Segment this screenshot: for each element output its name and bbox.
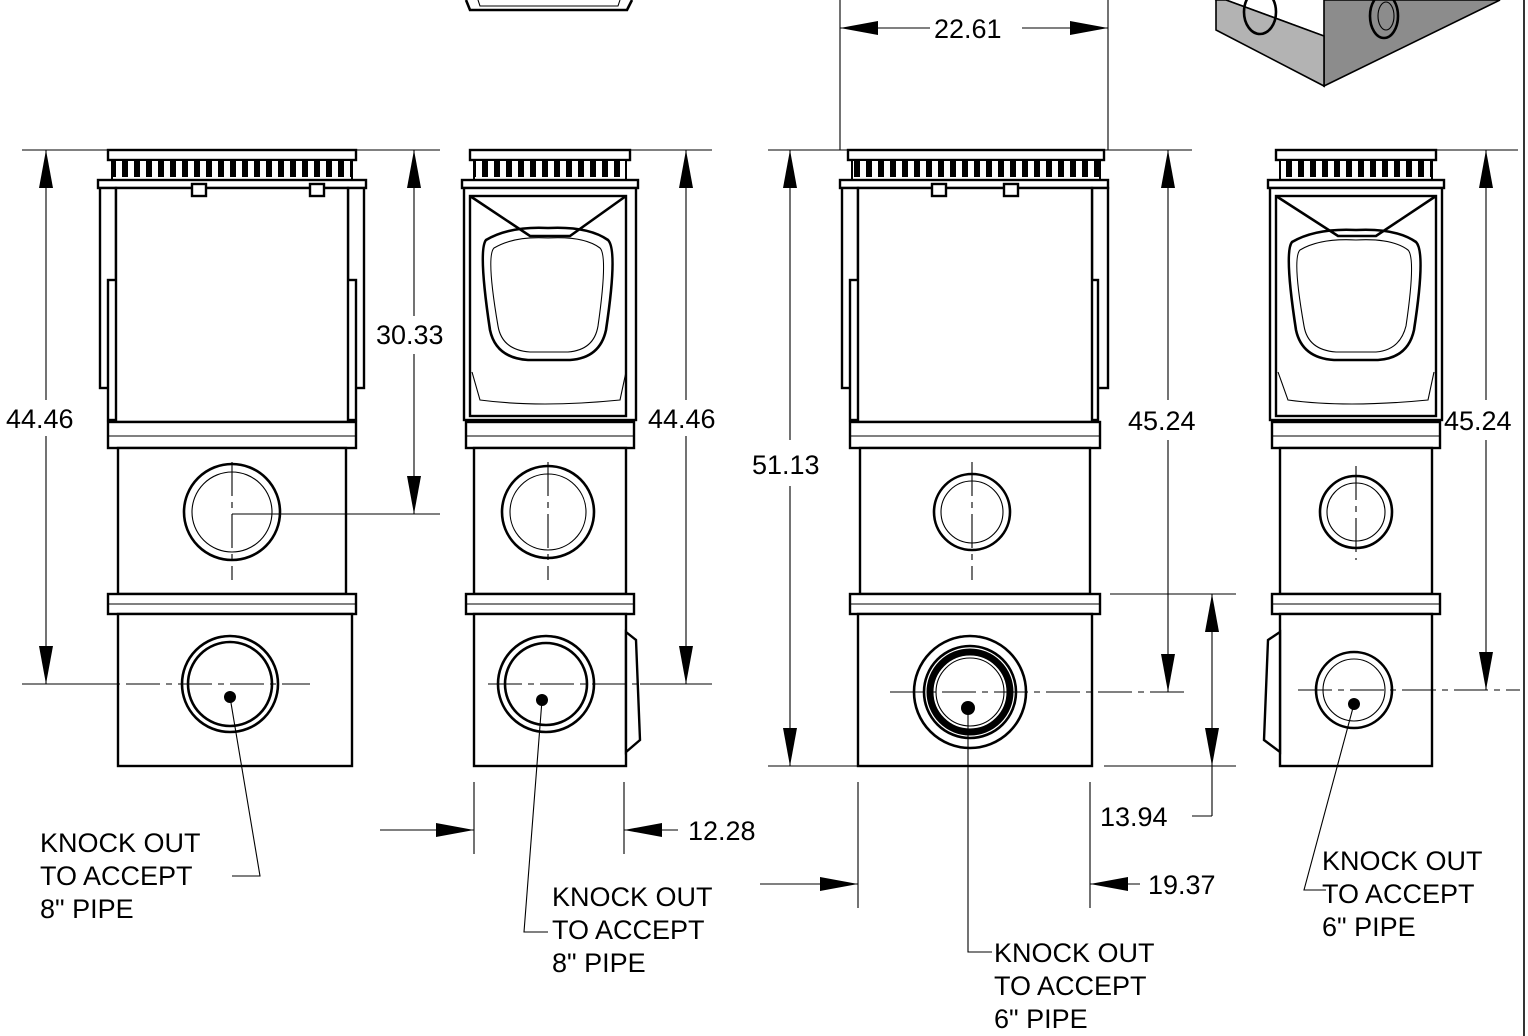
- note-4-line-2: TO ACCEPT: [1322, 879, 1475, 909]
- note-1-line-1: KNOCK OUT: [40, 828, 201, 858]
- note-2-line-1: KNOCK OUT: [552, 882, 713, 912]
- view-2-side: [460, 148, 710, 768]
- note-3: KNOCK OUT TO ACCEPT 6" PIPE: [994, 938, 1155, 1034]
- note-1-line-3: 8" PIPE: [40, 894, 134, 924]
- dim-view1-inner-height: 30.33: [376, 320, 444, 350]
- note-3-line-1: KNOCK OUT: [994, 938, 1155, 968]
- dim-view1-height: 44.46: [6, 404, 74, 434]
- leader-lines: [229, 696, 1355, 953]
- note-2-line-3: 8" PIPE: [552, 948, 646, 978]
- note-3-line-2: TO ACCEPT: [994, 971, 1147, 1001]
- dim-view2-width: 12.28: [688, 816, 756, 846]
- note-4-line-1: KNOCK OUT: [1322, 846, 1483, 876]
- note-1: KNOCK OUT TO ACCEPT 8" PIPE: [40, 828, 201, 924]
- note-4: KNOCK OUT TO ACCEPT 6" PIPE: [1322, 846, 1483, 942]
- top-grate-partial: [464, 0, 634, 12]
- dim-view3-total-height: 51.13: [752, 450, 820, 480]
- view-4-side: [1262, 148, 1520, 768]
- view-1-front: [22, 148, 368, 768]
- dim-view4-height: 45.24: [1444, 406, 1512, 436]
- view-3-front: [838, 148, 1190, 768]
- dimension-labels: 22.61 30.33 44.46 44.46 12.28 51.13 45.2…: [6, 14, 1512, 900]
- dim-top-width: 22.61: [934, 14, 1002, 44]
- dimension-lines: [22, 0, 1525, 1036]
- dim-view3-depth: 19.37: [1148, 870, 1216, 900]
- note-1-line-2: TO ACCEPT: [40, 861, 193, 891]
- isometric-view-partial: [1214, 0, 1501, 88]
- note-4-line-3: 6" PIPE: [1322, 912, 1416, 942]
- dim-view3-height: 45.24: [1128, 406, 1196, 436]
- dim-view3-lower-height: 13.94: [1100, 802, 1168, 832]
- note-2: KNOCK OUT TO ACCEPT 8" PIPE: [552, 882, 713, 978]
- note-2-line-2: TO ACCEPT: [552, 915, 705, 945]
- dim-view2-height: 44.46: [648, 404, 716, 434]
- note-3-line-3: 6" PIPE: [994, 1004, 1088, 1034]
